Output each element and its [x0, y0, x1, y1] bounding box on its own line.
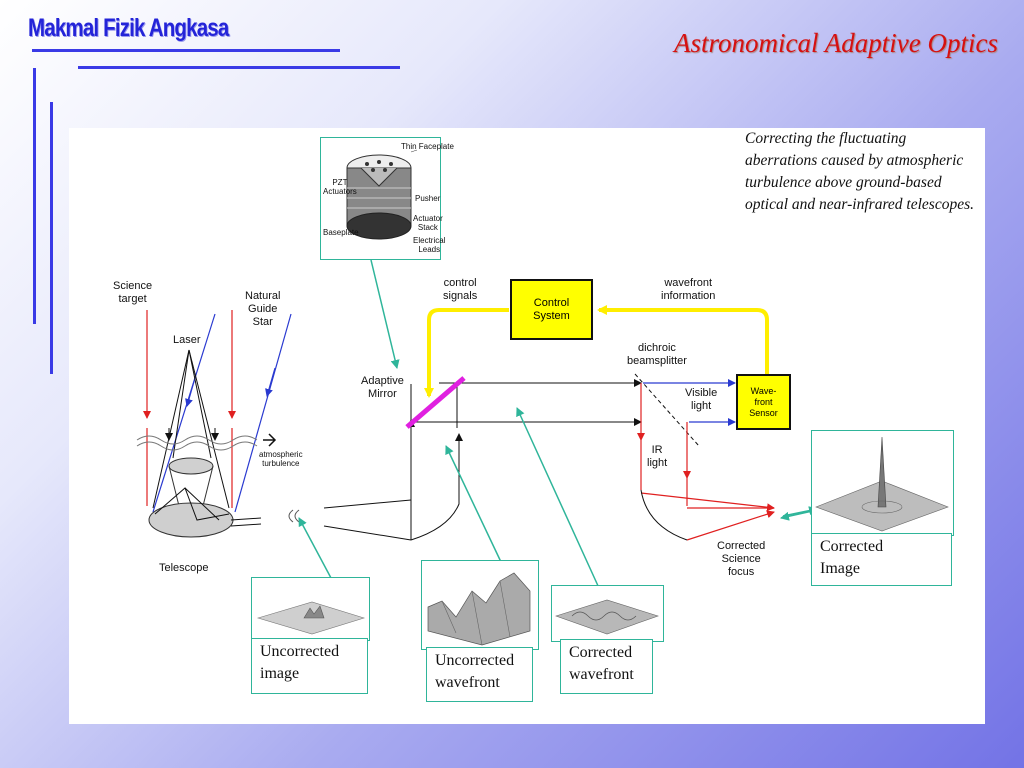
telescope-tube	[168, 465, 214, 507]
turbulence-wave	[136, 441, 258, 451]
actuators-label: PZT Actuators	[323, 178, 357, 196]
secondary-mirror	[168, 457, 214, 475]
optical-path	[323, 373, 775, 541]
laser-label: Laser	[173, 334, 201, 346]
description-text: Correcting the fluctuating aberrations c…	[745, 130, 974, 213]
science-target-label: Science target	[113, 280, 153, 305]
guide-star-ray	[152, 313, 216, 513]
uncorrected-image-plot	[251, 577, 370, 641]
guide-star-ray	[265, 367, 276, 397]
visible-light-label: Visible light	[685, 387, 718, 412]
header-underline	[32, 49, 340, 52]
pusher-label: Pusher	[415, 194, 441, 203]
side-rule	[50, 102, 53, 374]
uncorrected-wavefront-caption: Uncorrected wavefront	[426, 647, 533, 702]
surface-plot	[815, 436, 949, 532]
atmospheric-turbulence-label: atmospheric turbulence	[259, 450, 303, 468]
thin-faceplate-label: Thin Faceplate	[401, 142, 454, 151]
corrected-wavefront-caption: Corrected wavefront	[560, 639, 653, 694]
wavefront-sensor-box: Wave- front Sensor	[736, 374, 791, 430]
wavefront-information-label: wavefront information	[661, 277, 716, 302]
guide-star-ray	[185, 377, 196, 407]
ir-light-label: IR light	[647, 444, 668, 469]
actuator-illustration-box: Thin Faceplate Pusher Actuator Stack Ele…	[320, 137, 454, 260]
actuator-illustration	[346, 149, 418, 240]
surface-plot	[555, 599, 659, 635]
baseplate-label: Baseplate	[323, 228, 359, 237]
laser-beam	[188, 349, 230, 509]
uncorrected-image-caption: Uncorrected image	[251, 638, 368, 694]
dichroic-beamsplitter-label: dichroic beamsplitter	[627, 342, 687, 367]
laser-beam	[188, 349, 212, 459]
optics-diagram	[136, 259, 818, 589]
turbulence-wave	[136, 435, 258, 445]
airplane-icon	[263, 433, 277, 447]
adaptive-mirror	[405, 376, 466, 429]
laser-beam	[172, 349, 190, 459]
guide-star-ray	[234, 313, 292, 513]
control-loop	[424, 305, 769, 398]
uncorrected-wavefront-plot	[421, 560, 539, 650]
pointer-arrows	[298, 259, 818, 589]
corrected-image-plot	[811, 430, 954, 536]
surface-plot	[256, 601, 366, 635]
page-title: Astronomical Adaptive Optics	[674, 28, 998, 58]
side-rule	[33, 68, 36, 324]
control-system-box: Control System	[510, 279, 593, 340]
focus-rays	[154, 487, 230, 521]
telescope-label: Telescope	[159, 562, 209, 574]
dichroic-beamsplitter	[634, 373, 700, 447]
telescope-output	[230, 517, 262, 521]
control-signals-label: control signals	[443, 277, 478, 302]
telescope-group	[136, 310, 300, 538]
corrected-image-caption: Corrected Image	[811, 533, 952, 586]
telescope-output	[230, 523, 262, 527]
natural-guide-star-label: Natural Guide Star	[245, 290, 281, 328]
header-underline	[78, 66, 400, 69]
laser-beam	[152, 349, 190, 509]
actuator-stack-label: Actuator Stack	[413, 214, 443, 232]
corrected-wavefront-plot	[551, 585, 664, 642]
adaptive-mirror-label: Adaptive Mirror	[361, 375, 404, 400]
diagram-panel: Correcting the fluctuating aberrations c…	[69, 128, 985, 724]
focus-glyph	[288, 509, 300, 523]
electrical-leads-label: Electrical Leads	[413, 236, 446, 254]
surface-plot	[427, 572, 531, 646]
corrected-science-focus-label: Corrected Science focus	[717, 540, 766, 578]
brand-title: Makmal Fizik Angkasa	[28, 14, 229, 42]
